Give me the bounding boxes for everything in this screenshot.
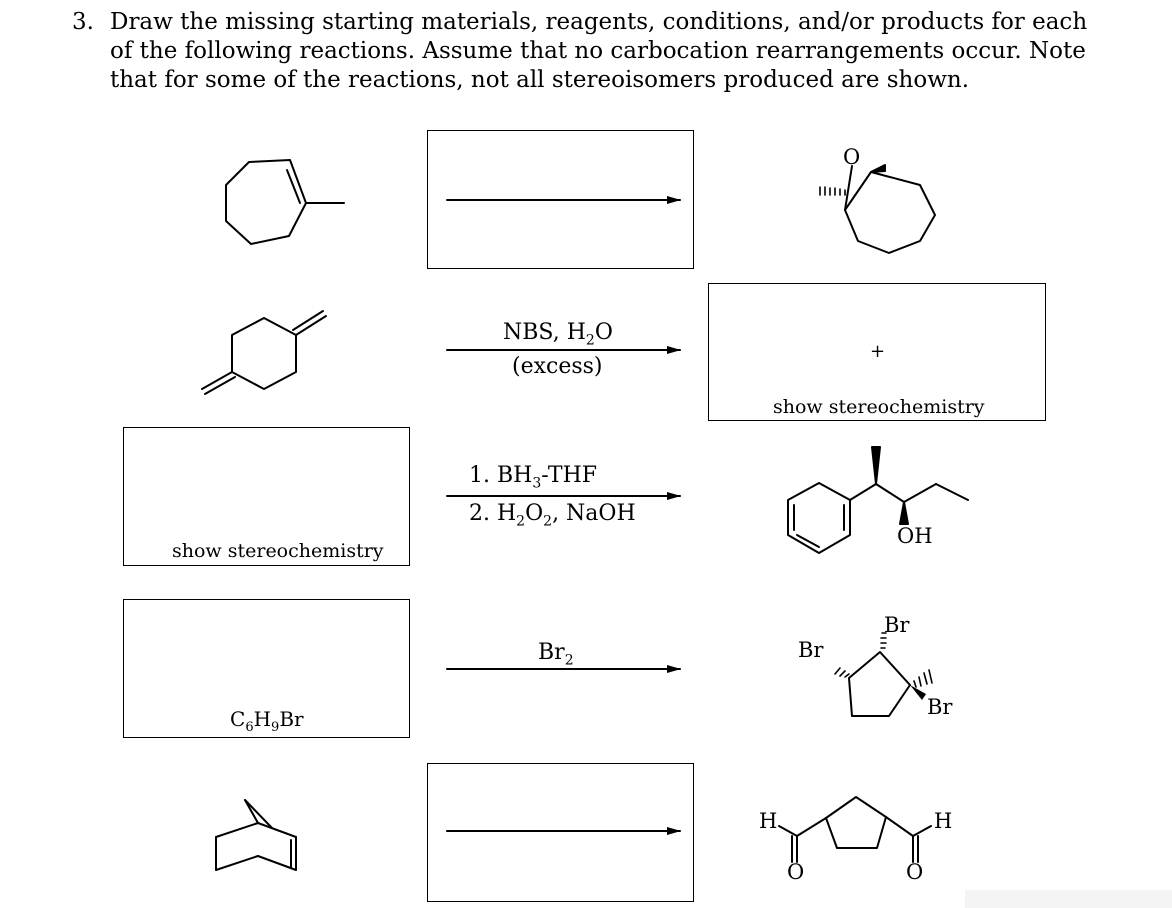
reagent-step1-borane: 1. BH3-THF: [469, 463, 597, 491]
question-prompt: Draw the missing starting materials, rea…: [110, 9, 1088, 93]
formula-h: H: [253, 707, 272, 731]
methylcycloheptene-structure: [225, 159, 345, 245]
step1-text: 1. BH: [469, 463, 533, 488]
plus-sign: +: [870, 341, 886, 362]
show-stereochemistry-label-row2: show stereochemistry: [773, 396, 985, 418]
bromine-subscript: 2: [564, 652, 574, 669]
aldehyde-o-left: O: [787, 860, 805, 884]
epoxide-product-structure: [844, 164, 936, 254]
molecular-formula-label: C6H9Br: [230, 707, 304, 735]
answer-box-reagents-row5[interactable]: [427, 763, 694, 902]
reagent-step2-peroxide: 2. H2O2, NaOH: [469, 501, 636, 529]
step2-naoh-text: , NaOH: [552, 501, 636, 526]
formula-c: C: [230, 707, 246, 731]
alcohol-product-structure: [787, 446, 969, 554]
epoxide-oxygen-atom: O: [843, 145, 861, 169]
answer-box-starting-material-row4[interactable]: [123, 599, 410, 738]
dimethylenecyclohexane-structure: [201, 310, 327, 395]
aldehyde-h-left: H: [759, 809, 778, 833]
formula-h-subscript: 9: [271, 720, 280, 735]
bromine-atom-top: Br: [884, 613, 910, 637]
bromine-atom-right: Br: [927, 695, 953, 719]
answer-box-products-row2[interactable]: [708, 283, 1046, 421]
reagent-bromine: Br2: [538, 640, 574, 668]
step2-subscript-h: 2: [516, 513, 526, 530]
reagent-o-text: O: [594, 320, 613, 345]
tribromide-product-structure: [848, 651, 911, 717]
formula-br: Br: [279, 707, 304, 731]
aldehyde-h-right: H: [934, 809, 953, 833]
step2-o-text: O: [525, 501, 544, 526]
aldehyde-o-right: O: [906, 860, 924, 884]
question-number: 3.: [72, 9, 94, 35]
show-stereochemistry-label-row3: show stereochemistry: [172, 540, 384, 562]
step2-text: 2. H: [469, 501, 517, 526]
formula-c-subscript: 6: [245, 720, 254, 735]
reagent-nbs-text: NBS, H: [503, 320, 586, 345]
hydroxyl-label: OH: [897, 524, 933, 548]
step1-thf-text: -THF: [541, 463, 598, 488]
step1-subscript: 3: [532, 475, 542, 492]
answer-box-starting-material-row3[interactable]: [123, 427, 410, 566]
corner-strip: [965, 890, 1172, 908]
bromine-text: Br: [538, 640, 565, 665]
bromine-atom-left: Br: [798, 638, 824, 662]
dialdehyde-product-structure: [778, 796, 932, 863]
reagent-excess: (excess): [512, 354, 603, 379]
norbornene-structure: [215, 799, 297, 871]
reagent-h2o-subscript: 2: [585, 332, 595, 349]
step2-subscript-o: 2: [543, 513, 553, 530]
reagent-nbs-water: NBS, H2O: [503, 320, 613, 348]
